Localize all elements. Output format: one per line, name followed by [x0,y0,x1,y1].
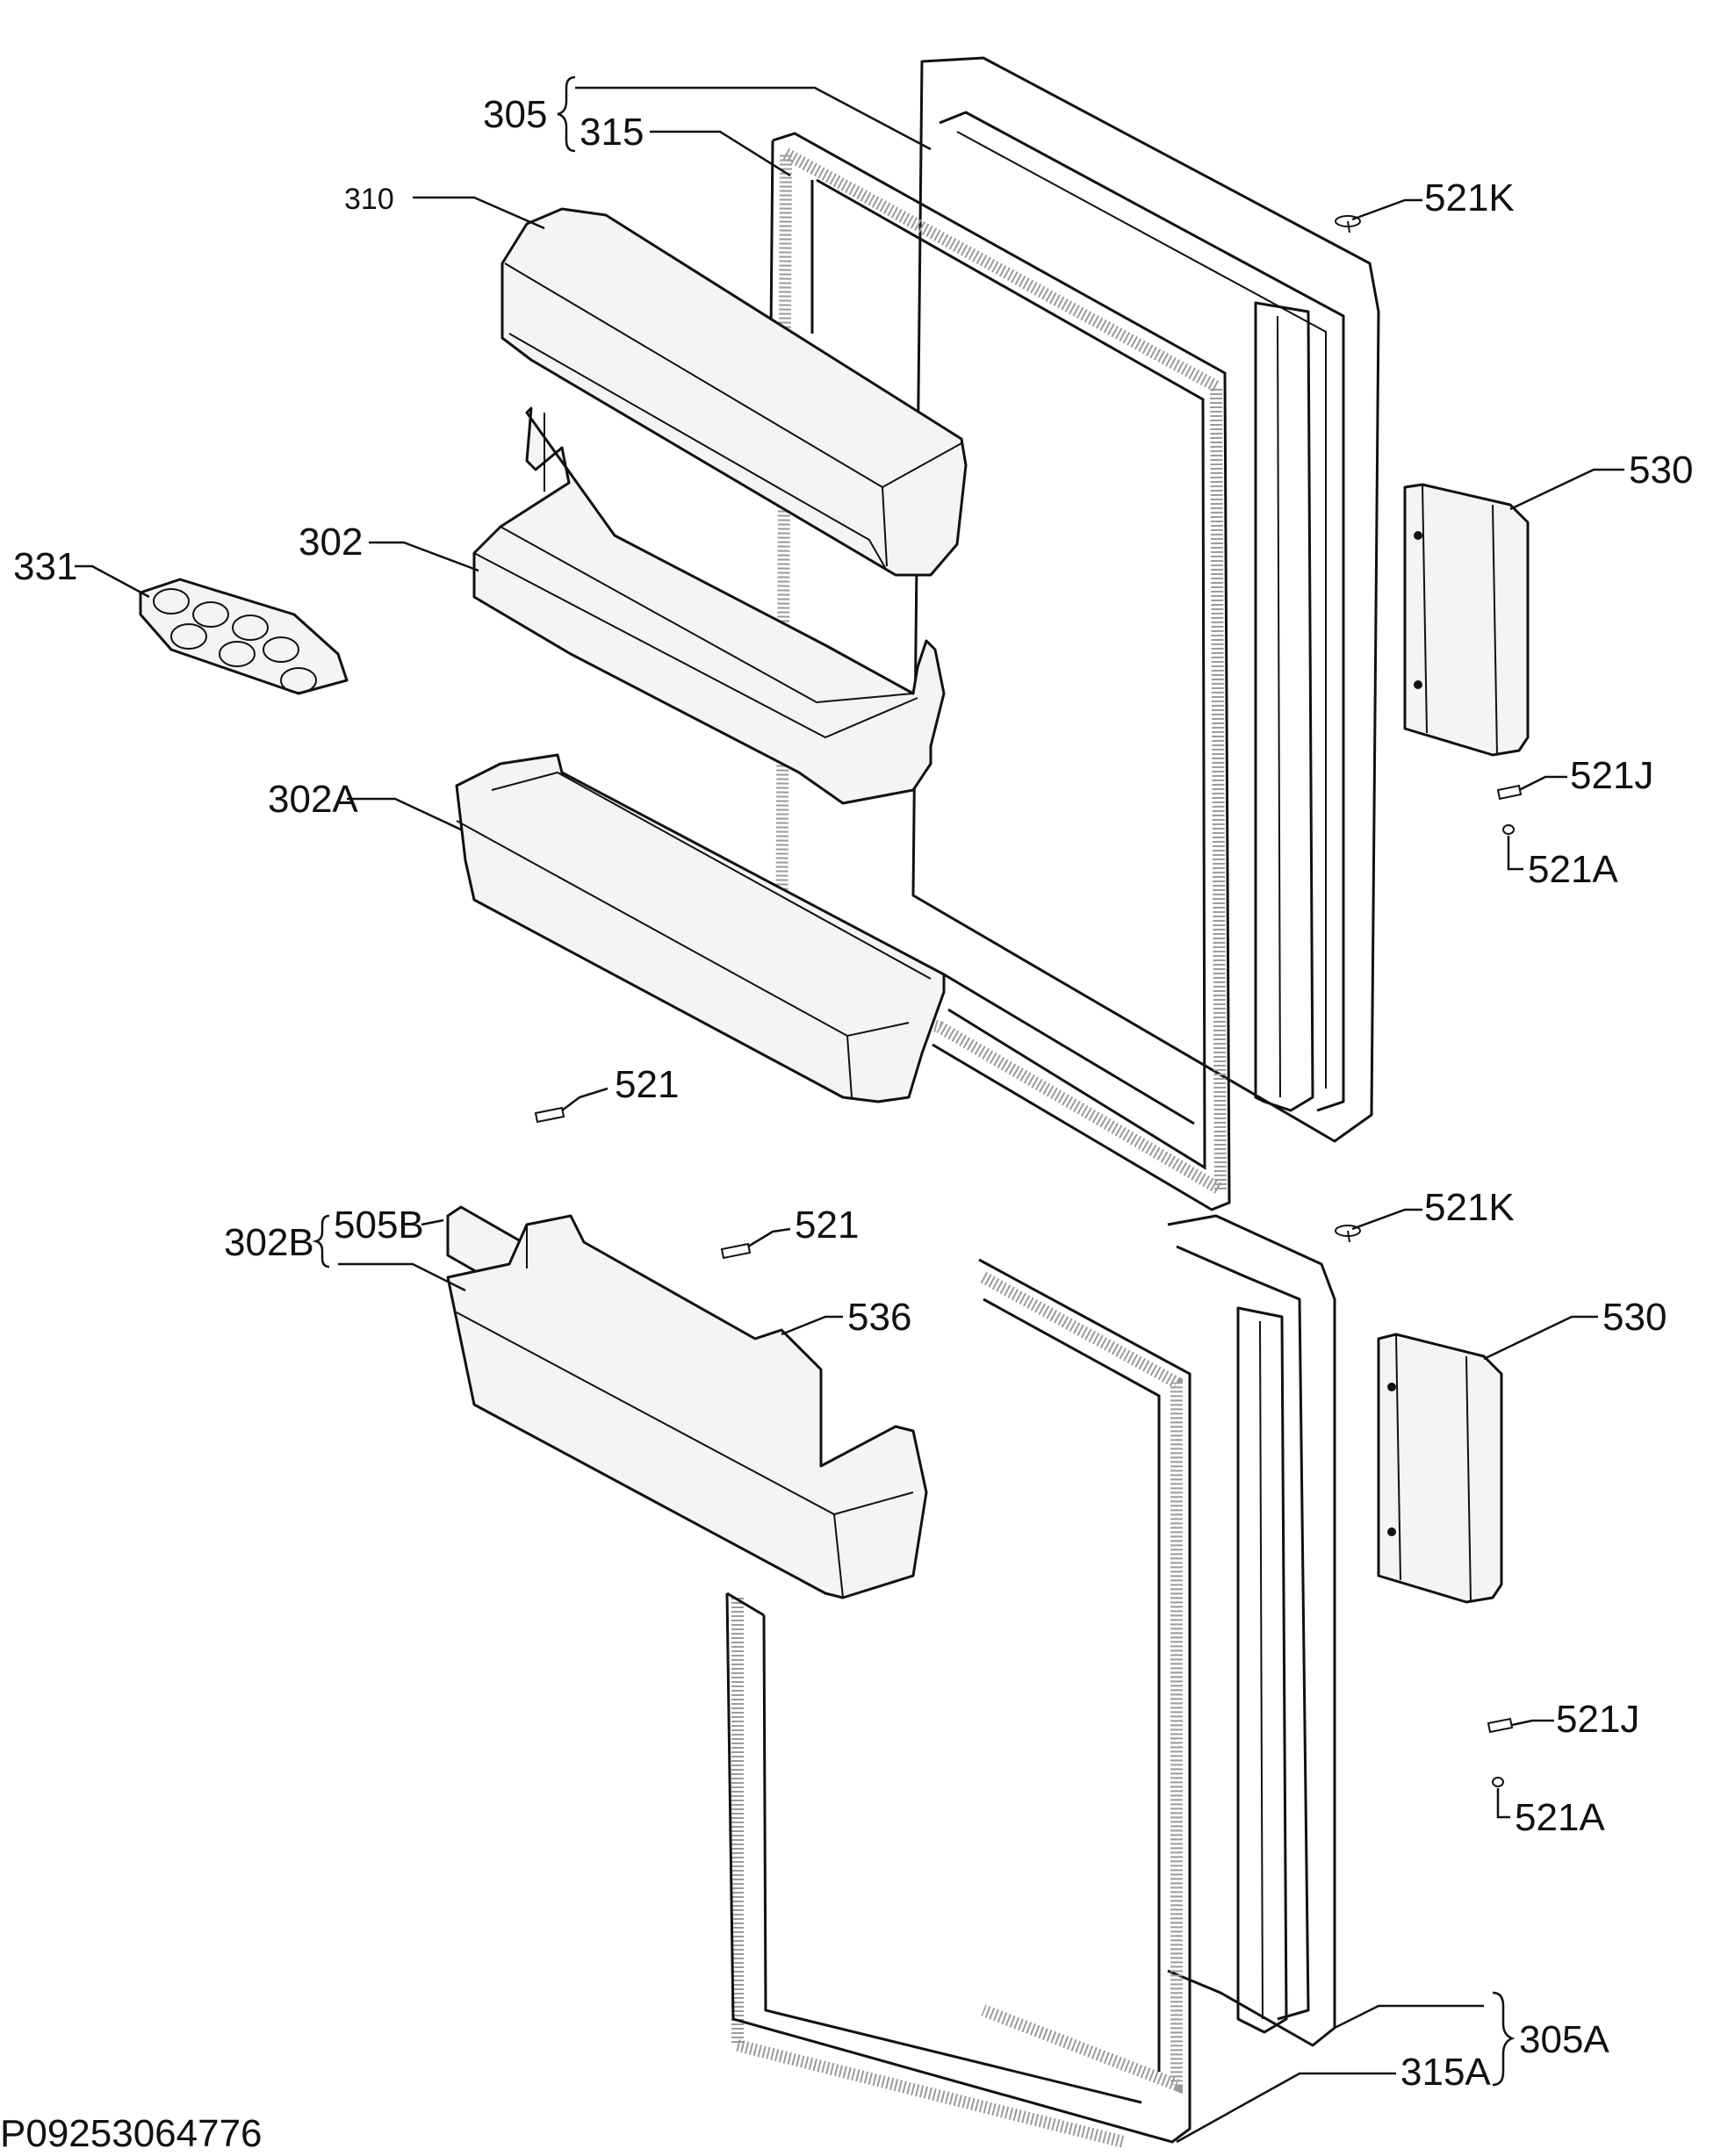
upper-gasket-315 [769,132,1231,1211]
label-305a: 305A [1519,2018,1609,2061]
label-536: 536 [847,1296,911,1339]
brace-302b [312,1214,330,1268]
label-331: 331 [13,545,77,588]
label-310: 310 [344,183,394,216]
bottle-shelf-302a [455,753,946,1103]
label-302: 302 [299,521,363,564]
lower-gasket-315a [725,1258,1192,2148]
label-521j-top: 521J [1570,754,1653,797]
upper-door-305 [911,56,1380,1143]
brace-305a [1492,1991,1516,2087]
leader-lines [75,86,1624,2144]
label-505b: 505B [334,1204,424,1247]
label-315a: 315A [1400,2051,1491,2094]
lower-handle-530 [1377,1333,1503,1604]
balcony-cover-310 [500,207,968,577]
label-302b: 302B [224,1221,314,1264]
label-530-top: 530 [1629,449,1693,492]
label-521-mid: 521 [795,1204,859,1247]
diagram-code: P09253064776 [0,2112,263,2155]
label-521a-top: 521A [1528,848,1618,891]
label-302a: 302A [268,778,358,821]
upper-handle-530 [1403,483,1530,757]
label-521-left: 521 [615,1063,679,1106]
lower-door-305a [1167,1214,1336,2047]
brace-305 [557,75,576,153]
label-315: 315 [580,111,644,154]
label-521k-top: 521K [1424,176,1515,219]
label-530-bottom: 530 [1602,1296,1667,1339]
egg-tray-331 [139,578,349,695]
lower-shelf-302b [446,1205,928,1599]
label-521j-bottom: 521J [1556,1698,1639,1741]
hardware [534,215,1523,1787]
door-shelf-302 [472,406,946,805]
label-521k-bottom: 521K [1424,1186,1515,1229]
label-521a-bottom: 521A [1515,1796,1605,1839]
label-305: 305 [483,93,547,136]
